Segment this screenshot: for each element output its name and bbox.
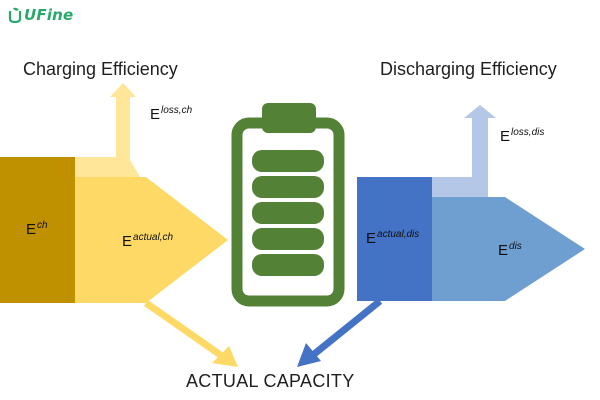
label-e-ch: Ech [26,220,48,238]
discharging-loss-arrow [432,105,496,197]
charging-input-block [0,157,75,303]
charging-efficiency-title: Charging Efficiency [23,59,178,79]
discharging-output-block [432,197,585,301]
label-e-dis: Edis [498,241,522,259]
charging-to-capacity-arrow-line [143,300,225,359]
label-e-loss-ch: Eloss,ch [150,105,193,123]
label-e-actual-ch: Eactual,ch [122,232,174,250]
charging-loss-arrow [75,83,140,177]
actual-capacity-label: ACTUAL CAPACITY [186,371,355,391]
battery-cells [252,150,324,276]
charging-actual-block [75,177,228,303]
charging-to-capacity-arrowhead [212,346,238,367]
discharging-efficiency-title: Discharging Efficiency [380,59,557,79]
battery-leaf-logo-icon [8,7,22,23]
brand-name: UFine [24,6,74,24]
brand-logo: UFine [8,6,73,24]
discharging-to-capacity-arrowhead [297,343,321,367]
label-e-actual-dis: Eactual,dis [366,229,420,247]
battery-icon [231,103,345,307]
label-e-loss-dis: Eloss,dis [500,127,545,145]
discharging-actual-block [357,177,432,301]
discharging-to-capacity-arrow-line [310,298,383,358]
